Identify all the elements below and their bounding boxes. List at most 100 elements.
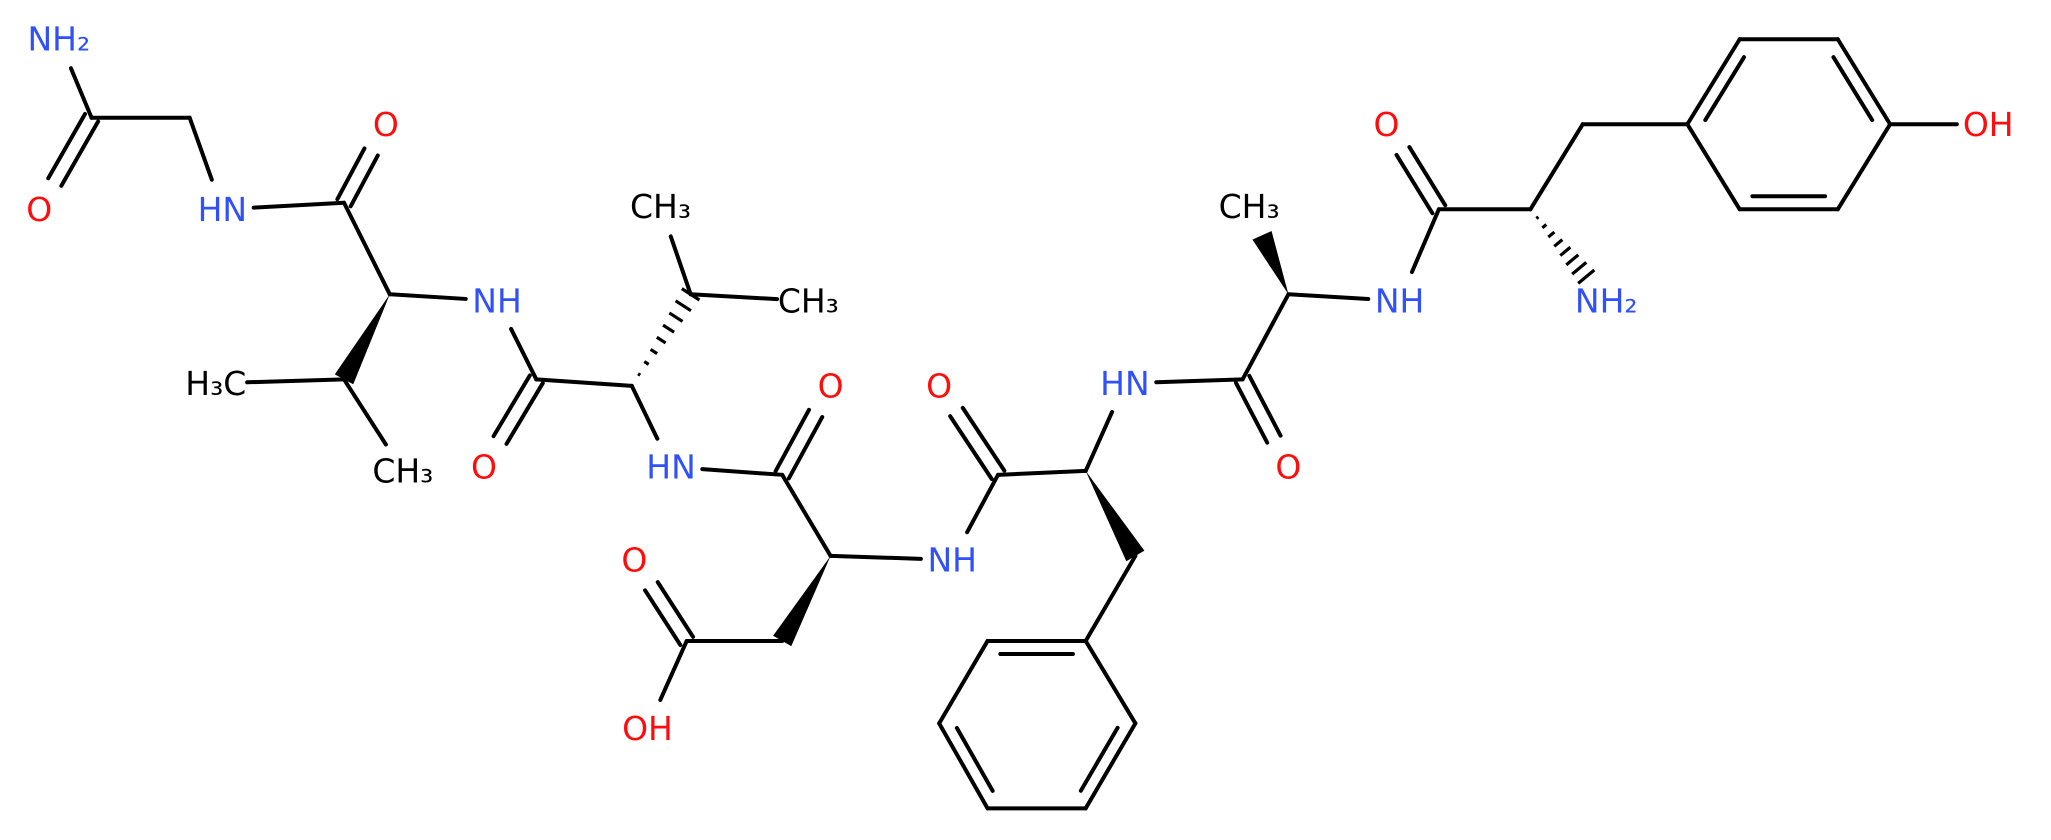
hashed-bond-stroke	[1547, 230, 1556, 239]
hashed-bond-stroke	[1559, 245, 1572, 257]
atom-label-layer: O NH₂ HN O NH H₃C CH₃ CH₃ CH₃ O HN O NH O OH O HN CH₃ O NH O…	[26, 20, 2013, 748]
double-bond	[46, 111, 88, 181]
hashed-bond-stroke	[1541, 223, 1548, 230]
single-bond	[937, 638, 990, 726]
single-bond	[245, 377, 347, 385]
single-bond	[509, 326, 539, 382]
atom-label-n-asp: NH	[928, 540, 978, 579]
single-bond	[668, 234, 693, 297]
atom-label-c-val1-me-b: CH₃	[778, 281, 839, 320]
stereo-bond-layer	[334, 215, 1596, 647]
double-bond	[960, 405, 1007, 473]
hashed-bond-stroke	[680, 287, 701, 302]
hashed-bond-stroke	[668, 311, 684, 323]
hashed-bond-stroke	[1553, 238, 1564, 248]
single-bond	[1528, 122, 1585, 212]
double-bond	[655, 580, 696, 639]
single-bond	[828, 553, 923, 561]
double-bond	[1247, 373, 1283, 438]
atom-label-o-asp-hydroxyl: OH	[622, 709, 673, 748]
hashed-bond-stroke	[1571, 261, 1588, 276]
aromatic-inner-bond	[954, 725, 995, 793]
hashed-bond-stroke	[1565, 253, 1580, 267]
aromatic-bond	[937, 721, 990, 811]
single-bond	[700, 467, 785, 477]
atom-label-c-val2-me-b: CH₃	[372, 451, 433, 490]
single-bond	[1286, 292, 1371, 302]
single-bond	[1083, 553, 1138, 643]
single-bond	[387, 292, 468, 301]
aromatic-bond	[1835, 37, 1893, 127]
single-bond	[342, 200, 392, 297]
atom-label-n-val1: HN	[646, 447, 696, 486]
single-bond	[965, 472, 1001, 535]
single-bond	[1154, 377, 1245, 385]
atom-label-o-val1-carbonyl: O	[471, 447, 497, 486]
aromatic-inner-bond	[1831, 55, 1875, 123]
atom-label-c-val2-me-a: H₃C	[185, 364, 246, 403]
atom-label-c-val1-me-a: CH₃	[630, 187, 691, 226]
aromatic-inner-bond	[1078, 725, 1120, 793]
atom-label-o-asp-acid: O	[621, 540, 647, 579]
double-bond	[948, 414, 994, 481]
wedge-bond	[334, 294, 390, 385]
hashed-bond-stroke	[674, 299, 692, 313]
double-bond	[335, 146, 367, 202]
single-bond	[688, 292, 780, 302]
single-bond	[342, 377, 388, 447]
atom-label-n-ala: NH	[1375, 281, 1425, 320]
single-bond	[68, 66, 94, 120]
double-bond	[1233, 380, 1270, 445]
atom-label-n-gly-amide: NH₂	[27, 20, 90, 59]
double-bond	[773, 407, 811, 474]
single-bond	[1083, 638, 1138, 726]
single-bond	[996, 468, 1088, 477]
hashed-bond-stroke	[1577, 268, 1596, 285]
atom-label-o-tyr-hydroxyl: OH	[1963, 105, 2014, 144]
aromatic-inner-bond	[1703, 55, 1747, 123]
single-bond	[780, 472, 833, 558]
wedge-bond	[773, 555, 831, 647]
single-bond	[1685, 122, 1742, 212]
hashed-bond-stroke	[649, 348, 659, 356]
single-bond	[251, 200, 347, 210]
hashed-bond-stroke	[1535, 215, 1540, 220]
single-bond	[187, 115, 214, 182]
double-bond	[1394, 152, 1435, 216]
atom-label-o-ala-carbonyl: O	[1275, 447, 1301, 486]
hashed-bond-stroke	[662, 323, 675, 334]
double-bond	[1407, 145, 1448, 208]
hashed-bond-stroke	[643, 360, 650, 366]
aromatic-bond	[1685, 37, 1742, 127]
atom-label-o-phe-carbonyl: O	[926, 366, 952, 405]
single-bond	[1240, 292, 1291, 382]
double-bond	[504, 381, 545, 446]
atom-label-n-gly: HN	[198, 190, 248, 229]
single-bond	[629, 383, 660, 441]
double-bond	[643, 588, 683, 648]
atom-label-o-val2-carbonyl: O	[373, 105, 399, 144]
double-bond	[786, 415, 825, 481]
atom-label-o-gly-carbonyl: O	[26, 190, 52, 229]
double-bond	[491, 373, 532, 439]
wedge-bond	[1252, 231, 1289, 295]
atom-label-o-tyr-carbonyl: O	[1374, 105, 1400, 144]
atom-label-c-ala-me: CH₃	[1219, 187, 1280, 226]
single-bond	[1409, 207, 1441, 274]
atom-label-n-phe: HN	[1100, 364, 1150, 403]
double-bond	[59, 119, 101, 188]
aromatic-bond	[1083, 721, 1138, 811]
single-bond	[534, 377, 634, 388]
bond-layer	[46, 37, 1959, 811]
wedge-bond	[1085, 470, 1145, 562]
single-bond	[1083, 409, 1115, 473]
atom-label-n-val2: NH	[472, 281, 522, 320]
double-bond	[348, 153, 380, 209]
hashed-bond-stroke	[637, 372, 642, 377]
single-bond	[658, 638, 689, 702]
atom-label-n-tyr-amine: NH₂	[1575, 281, 1638, 320]
hashed-bond-stroke	[655, 335, 667, 345]
single-bond	[1835, 122, 1893, 212]
atom-label-o-asp-carbonyl: O	[818, 366, 844, 405]
